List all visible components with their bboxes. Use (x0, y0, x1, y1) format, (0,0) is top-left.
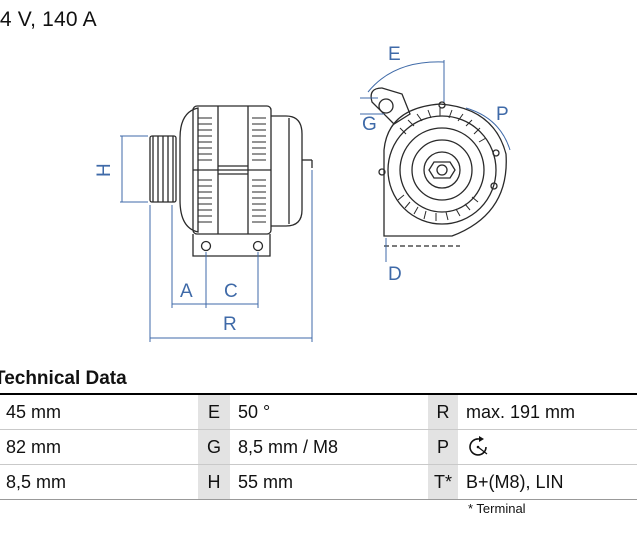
spec-value: max. 191 mm (458, 395, 637, 430)
spec-value: 8,5 mm / M8 (230, 429, 428, 465)
table-row: 45 mm E 50 ° R max. 191 mm (0, 395, 637, 430)
dim-label-g: G (362, 114, 377, 135)
technical-data-title: Technical Data (0, 368, 127, 389)
terminal-footnote: * Terminal (468, 501, 526, 516)
table-row: 82 mm G 8,5 mm / M8 P (0, 429, 637, 465)
spec-key: H (198, 464, 230, 500)
dim-label-d: D (388, 264, 402, 285)
spec-key: E (198, 395, 230, 430)
dim-label-e: E (388, 44, 401, 65)
spec-value: 45 mm (0, 395, 198, 430)
pulley (149, 135, 177, 203)
alternator-drawing: H A C R E G P D (94, 44, 511, 342)
dim-label-a: A (180, 281, 193, 302)
spec-key: G (198, 429, 230, 465)
product-title: 14 V, 140 A (0, 8, 97, 31)
spec-value: B+(M8), LIN (458, 464, 637, 500)
spec-value: 82 mm (0, 429, 198, 465)
table-top-rule (0, 393, 637, 395)
dim-label-r: R (223, 314, 237, 335)
spec-key: R (428, 395, 458, 430)
dim-label-c: C (224, 281, 238, 302)
spec-value: 8,5 mm (0, 464, 198, 500)
dim-label-h: H (94, 163, 115, 177)
alternator-front-view (370, 87, 507, 247)
technical-data-table: 45 mm E 50 ° R max. 191 mm 82 mm G 8,5 m… (0, 395, 637, 500)
dim-label-p: P (496, 104, 509, 125)
table-row: 8,5 mm H 55 mm T* B+(M8), LIN (0, 464, 637, 500)
spec-value: 55 mm (230, 464, 428, 500)
dimension-lines (120, 135, 313, 342)
spec-key: P (428, 429, 458, 465)
alternator-body (179, 105, 313, 257)
spec-key: T* (428, 464, 458, 500)
spec-value-rotation (458, 429, 637, 465)
spec-value: 50 ° (230, 395, 428, 430)
clockwise-rotation-icon (469, 436, 488, 456)
front-dimension-lines (360, 60, 511, 262)
